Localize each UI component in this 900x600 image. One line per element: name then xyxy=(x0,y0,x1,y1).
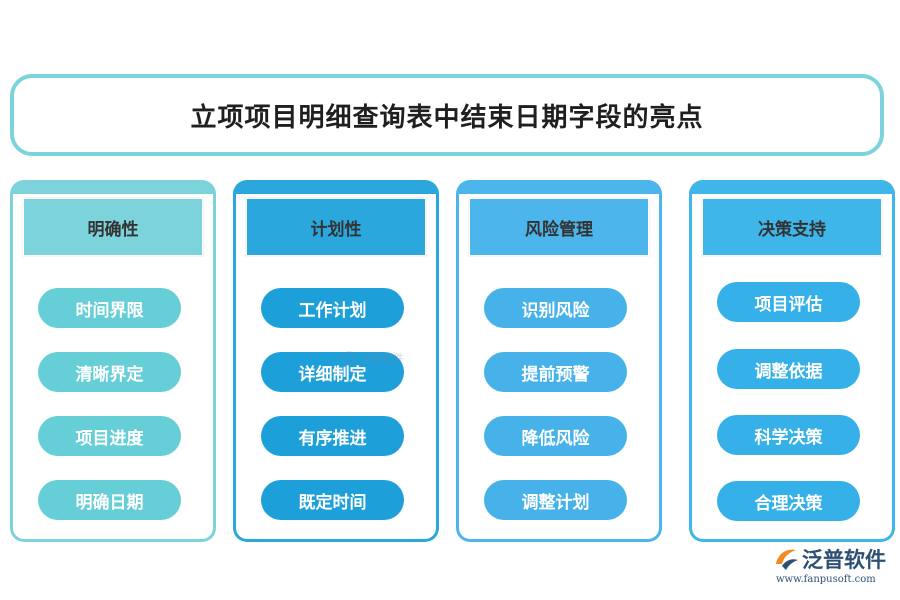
column-item: 提前预警 xyxy=(484,352,627,392)
column-clarity: 明确性 时间界限 清晰界定 项目进度 明确日期 xyxy=(10,180,216,542)
column-item: 既定时间 xyxy=(261,480,404,520)
column-header: 风险管理 xyxy=(469,198,649,256)
column-item: 清晰界定 xyxy=(38,352,181,392)
column-item: 科学决策 xyxy=(717,415,860,455)
column-item: 项目评估 xyxy=(717,282,860,322)
brand-name: 泛普软件 xyxy=(802,548,886,572)
brand-logo: 泛普软件 www.fanpusoft.com xyxy=(772,544,890,590)
brand-logo-icon xyxy=(776,549,798,570)
column-item: 合理决策 xyxy=(717,481,860,521)
column-header: 决策支持 xyxy=(702,198,882,256)
column-item: 明确日期 xyxy=(38,480,181,520)
watermark-logo-icon xyxy=(342,351,356,365)
column-header: 明确性 xyxy=(23,198,203,256)
column-item: 降低风险 xyxy=(484,416,627,456)
column-decision-support: 决策支持 项目评估 调整依据 科学决策 合理决策 xyxy=(689,180,895,542)
watermark-text: 泛普软件 xyxy=(360,352,404,365)
diagram-title: 立项项目明细查询表中结束日期字段的亮点 xyxy=(190,102,704,133)
column-item: 详细制定 xyxy=(261,352,404,392)
column-item: 有序推进 xyxy=(261,416,404,456)
column-item: 调整依据 xyxy=(717,349,860,389)
column-planning: 计划性 工作计划 详细制定 有序推进 既定时间 xyxy=(233,180,439,542)
column-item: 调整计划 xyxy=(484,480,627,520)
brand-url: www.fanpusoft.com xyxy=(776,574,876,585)
column-risk-management: 风险管理 识别风险 提前预警 降低风险 调整计划 xyxy=(456,180,662,542)
title-box: 立项项目明细查询表中结束日期字段的亮点 xyxy=(10,74,884,156)
column-item: 时间界限 xyxy=(38,288,181,328)
column-item: 识别风险 xyxy=(484,288,627,328)
column-item: 工作计划 xyxy=(261,288,404,328)
column-item: 项目进度 xyxy=(38,416,181,456)
watermark: 泛普软件 xyxy=(342,348,418,368)
column-header: 计划性 xyxy=(246,198,426,256)
